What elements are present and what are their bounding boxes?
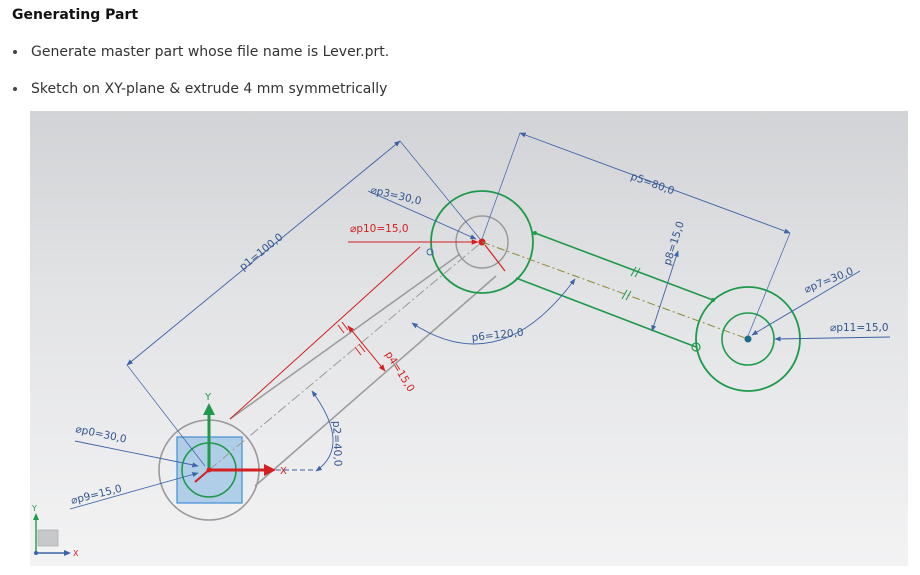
z-axis-stub xyxy=(194,469,210,483)
y-axis-label: Y xyxy=(204,392,212,403)
origin-point xyxy=(206,467,212,473)
triad-x-label: X xyxy=(73,549,79,558)
instruction-text-1: Generate master part whose file name is … xyxy=(31,44,390,60)
extension-line xyxy=(126,364,206,467)
y-axis-arrow-icon xyxy=(203,403,215,415)
dimension-p2-arc[interactable] xyxy=(311,390,334,472)
label-p11[interactable]: ⌀p11=15,0 xyxy=(830,322,889,334)
label-p9[interactable]: ⌀p9=15,0 xyxy=(70,483,123,507)
dimension-p11-leader[interactable] xyxy=(774,336,891,342)
bullet-icon xyxy=(13,87,17,91)
instruction-list: Generate master part whose file name is … xyxy=(10,42,389,116)
instruction-item: Generate master part whose file name is … xyxy=(10,42,389,62)
triad-y-label: Y xyxy=(31,504,37,513)
label-p1[interactable]: p1=100,0 xyxy=(237,231,285,273)
label-p7[interactable]: ⌀p7=30,0 xyxy=(803,265,856,296)
sketch-canvas[interactable]: p1=100,0 ⌀p3=30,0 ⌀p10=15,0 p5=80,0 p8=1… xyxy=(30,111,908,566)
dimension-p6-arc[interactable] xyxy=(411,278,576,345)
dimension-p9-leader[interactable] xyxy=(69,472,199,510)
triad-y-arrow-icon xyxy=(33,513,39,520)
arm-centerline xyxy=(208,241,483,471)
right-center-point xyxy=(744,335,752,343)
right-arm-centerline xyxy=(481,241,749,340)
dimension-p7-leader[interactable] xyxy=(751,270,861,336)
section-heading: Generating Part xyxy=(12,7,139,23)
label-p8[interactable]: p8=15,0 xyxy=(661,220,686,267)
extension-line xyxy=(481,132,521,240)
extension-line xyxy=(747,232,791,337)
arm-lower-line[interactable] xyxy=(254,275,497,487)
label-p2[interactable]: p2=40,0 xyxy=(330,421,344,467)
label-p10[interactable]: ⌀p10=15,0 xyxy=(350,223,409,235)
dimension-p0-leader[interactable] xyxy=(74,440,199,468)
dimension-p5-line[interactable] xyxy=(519,132,791,234)
triad-x-arrow-icon xyxy=(64,550,71,556)
right-inner-circle[interactable] xyxy=(721,312,775,366)
label-p4[interactable]: p4=15,0 xyxy=(382,349,416,394)
dimension-p8-line[interactable] xyxy=(651,250,679,332)
instruction-text-2: Sketch on XY-plane & extrude 4 mm symmet… xyxy=(31,81,388,97)
parallel-marks-green xyxy=(621,266,641,301)
dimension-p4-helper xyxy=(229,246,421,420)
dimension-p1-line[interactable] xyxy=(126,140,401,366)
extension-line xyxy=(399,140,481,240)
right-arm-upper-line[interactable] xyxy=(534,232,714,301)
bullet-icon xyxy=(13,50,17,54)
x-axis-arrow-icon xyxy=(264,464,276,476)
triad-origin xyxy=(34,551,38,555)
cad-viewport[interactable]: p1=100,0 ⌀p3=30,0 ⌀p10=15,0 p5=80,0 p8=1… xyxy=(30,111,908,566)
view-triad[interactable]: Y X xyxy=(31,504,79,558)
label-p5[interactable]: p5=80,0 xyxy=(629,171,676,198)
x-axis-label: X xyxy=(280,466,287,477)
right-arm-lower-line[interactable] xyxy=(515,277,697,348)
instruction-item: Sketch on XY-plane & extrude 4 mm symmet… xyxy=(10,79,389,99)
dimension-p3-leader[interactable] xyxy=(367,190,477,240)
endpoint-marker xyxy=(426,248,434,256)
dimension-p4-line[interactable] xyxy=(347,325,386,372)
dimension-p10-leader xyxy=(484,244,506,272)
label-p6[interactable]: p6=120,0 xyxy=(471,327,524,344)
tangent-point xyxy=(533,231,537,235)
label-p3[interactable]: ⌀p3=30,0 xyxy=(369,184,422,207)
